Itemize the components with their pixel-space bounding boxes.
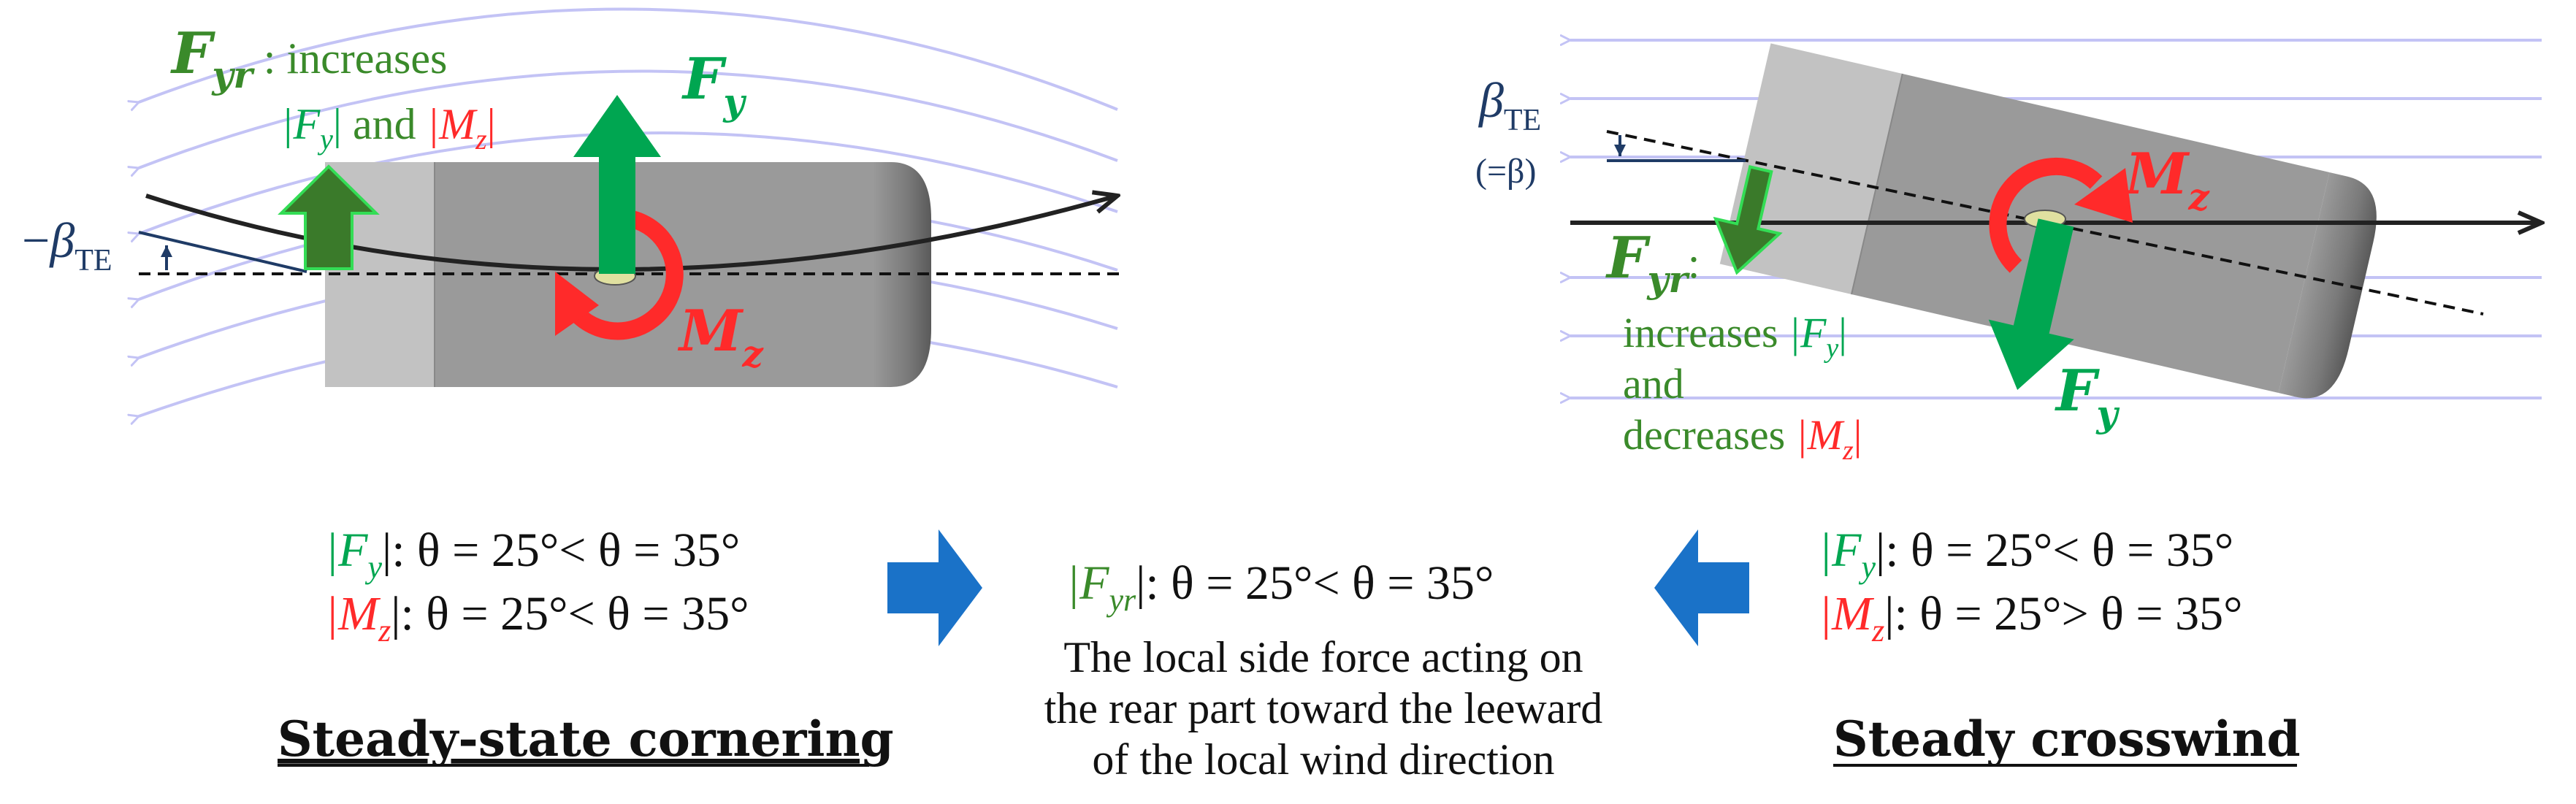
right-pointing-arrow-icon xyxy=(887,529,982,646)
right-fyr-line1: increases |Fy| xyxy=(1623,309,1847,364)
center-summary: |Fyr|: θ = 25°< θ = 35° The local side f… xyxy=(1044,556,1603,784)
flow-line xyxy=(139,69,1118,168)
left-title: Steady-state cornering xyxy=(278,711,894,767)
right-mz-label: Mz xyxy=(2123,141,2210,218)
right-beta-label: βTE xyxy=(1478,72,1541,137)
right-conditions: |Fy|: θ = 25°< θ = 35° |Mz|: θ = 25°> θ … xyxy=(1819,524,2301,767)
right-panel: βTE (=β) Mz Fy Fyr: increases |Fy| and d… xyxy=(1475,40,2542,466)
right-fyr-line3: decreases |Mz| xyxy=(1623,411,1862,466)
center-desc-line1: The local side force acting on xyxy=(1063,633,1583,681)
center-desc-line3: of the local wind direction xyxy=(1092,735,1554,784)
center-cond-fyr: |Fyr|: θ = 25°< θ = 35° xyxy=(1066,556,1494,618)
left-beta-label: −βTE xyxy=(22,213,112,277)
left-conditions: |Fy|: θ = 25°< θ = 35° |Mz|: θ = 25°< θ … xyxy=(278,524,894,767)
left-fyr-arrow xyxy=(278,164,380,270)
right-cond-fy: |Fy|: θ = 25°< θ = 35° xyxy=(1819,524,2233,585)
right-fy-arrow xyxy=(1988,218,2074,390)
left-fy-arrow xyxy=(573,95,661,274)
right-fy-label: Fy xyxy=(2055,358,2120,435)
right-fyr-line2: and xyxy=(1623,360,1684,407)
flow-line xyxy=(139,7,1118,110)
left-mz-label: Mz xyxy=(677,298,764,375)
left-fy-label: Fy xyxy=(681,46,746,123)
left-fyr-effect: |Fy| and |Mz| xyxy=(281,100,496,156)
right-cond-mz: |Mz|: θ = 25°> θ = 35° xyxy=(1819,587,2242,648)
left-beta-line xyxy=(138,231,307,273)
left-pointing-arrow-icon xyxy=(1654,529,1749,646)
right-beta-eq: (=β) xyxy=(1475,152,1536,191)
left-cond-fy: |Fy|: θ = 25°< θ = 35° xyxy=(325,524,740,585)
left-panel: −βTE Fy Mz Fyr : increases |Fy| and |Mz| xyxy=(22,7,1125,416)
right-fyr-arrow xyxy=(1713,165,1783,275)
right-mz-arrow xyxy=(1989,157,2133,273)
left-cond-mz: |Mz|: θ = 25°< θ = 35° xyxy=(325,587,749,648)
right-title: Steady crosswind xyxy=(1833,711,2301,767)
center-desc-line2: the rear part toward the leeward xyxy=(1044,684,1603,732)
right-fyr-label: Fyr: xyxy=(1605,225,1700,301)
left-fyr-label: Fyr : increases xyxy=(170,20,447,96)
left-mz-arrow xyxy=(555,209,684,340)
left-car-body xyxy=(325,162,931,387)
